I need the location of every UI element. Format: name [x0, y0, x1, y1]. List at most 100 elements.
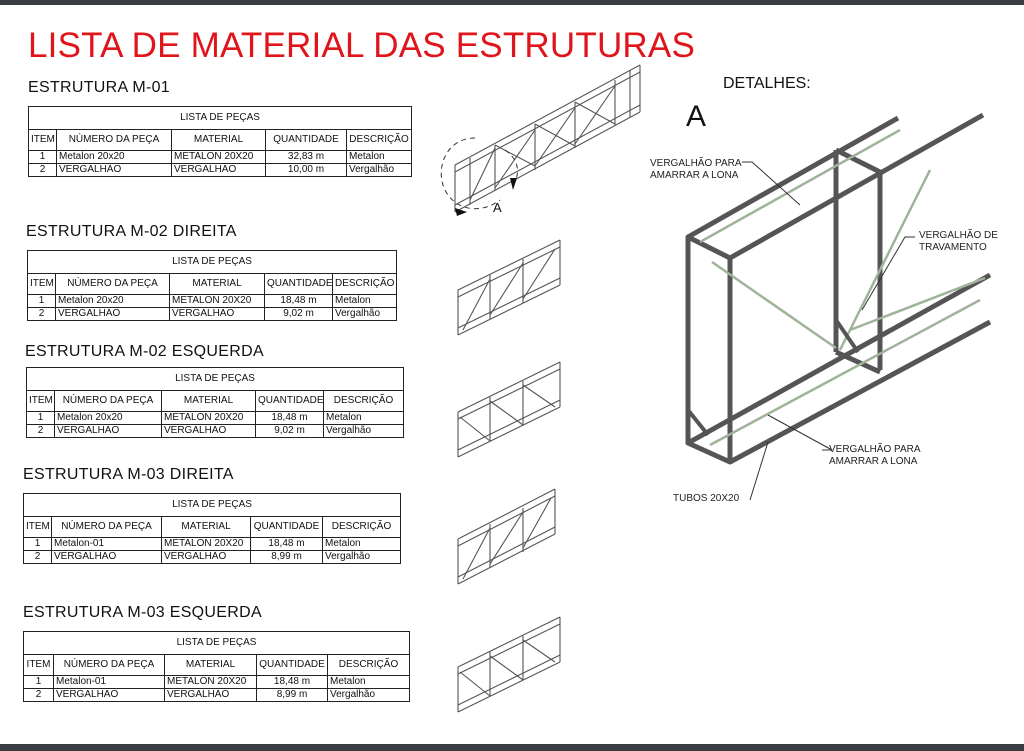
- structure-heading-m02-esquerda: ESTRUTURA M-02 ESQUERDA: [25, 343, 264, 360]
- column-header: DESCRIÇÃO: [322, 516, 401, 538]
- column-header: QUANTIDADE: [256, 654, 328, 676]
- column-header: QUANTIDADE: [264, 273, 333, 295]
- table-cell: 9,02 m: [255, 424, 324, 438]
- table-cell: 2: [23, 550, 52, 564]
- column-header: ITEM: [23, 654, 54, 676]
- callout-rebar-top-line1: VERGALHÃO PARA AMARRAR A LONA: [650, 158, 742, 182]
- column-header: QUANTIDADE: [265, 129, 347, 151]
- column-header: NÚMERO DA PEÇA: [51, 516, 162, 538]
- column-header: MATERIAL: [161, 516, 251, 538]
- column-header: NÚMERO DA PEÇA: [53, 654, 165, 676]
- table-cell: 10,00 m: [265, 163, 347, 177]
- table-cell: Metalon: [322, 537, 401, 551]
- column-header: MATERIAL: [169, 273, 265, 295]
- table-cell: Vergalhão: [323, 424, 404, 438]
- table-cell: 1: [23, 537, 52, 551]
- table-cell: VERGALHÃO: [55, 307, 170, 321]
- table-cell: METALON 20X20: [171, 150, 266, 164]
- callout-rebar-bottom: VERGALHÃO PARA AMARRAR A LONA: [829, 444, 921, 467]
- table-cell: 2: [27, 307, 56, 321]
- table-caption: LISTA DE PEÇAS: [28, 106, 412, 130]
- table-cell: 8,99 m: [250, 550, 323, 564]
- table-cell: 1: [27, 294, 56, 308]
- column-header: QUANTIDADE: [250, 516, 323, 538]
- table-cell: VERGALHÃO: [171, 163, 266, 177]
- truss-drawing-m02-direita: [457, 239, 561, 336]
- table-cell: Metalon-01: [53, 675, 165, 689]
- table-cell: 18,48 m: [256, 675, 328, 689]
- column-header: NÚMERO DA PEÇA: [54, 390, 162, 412]
- column-header: MATERIAL: [171, 129, 266, 151]
- column-header: ITEM: [28, 129, 57, 151]
- truss-drawing-m03-esquerda: [457, 616, 561, 713]
- table-cell: Metalon: [346, 150, 412, 164]
- table-caption: LISTA DE PEÇAS: [23, 493, 401, 517]
- table-cell: VERGALHÃO: [161, 550, 251, 564]
- column-header: NÚMERO DA PEÇA: [56, 129, 172, 151]
- table-cell: VERGALHÃO: [161, 424, 256, 438]
- callout-rebar-bottom-wrap: VERGALHÃO PARA AMARRAR A LONA: [829, 444, 921, 468]
- truss-drawing-m01: [440, 64, 641, 216]
- column-header: DESCRIÇÃO: [332, 273, 397, 295]
- callout-rebar-bracing-wrap: VERGALHÃO DE TRAVAMENTO: [919, 230, 998, 254]
- table-cell: 2: [28, 163, 57, 177]
- table-cell: 2: [26, 424, 55, 438]
- table-cell: METALON 20X20: [169, 294, 265, 308]
- structure-heading-m01: ESTRUTURA M-01: [28, 79, 170, 96]
- callout-tubes-wrap: TUBOS 20X20: [673, 493, 739, 505]
- column-header: MATERIAL: [161, 390, 256, 412]
- column-header: NÚMERO DA PEÇA: [55, 273, 170, 295]
- table-cell: METALON 20X20: [161, 411, 256, 425]
- table-caption: LISTA DE PEÇAS: [27, 250, 397, 274]
- callout-tubes: TUBOS 20X20: [673, 493, 740, 504]
- table-caption: LISTA DE PEÇAS: [26, 367, 404, 391]
- table-cell: VERGALHÃO: [56, 163, 172, 177]
- column-header: ITEM: [26, 390, 55, 412]
- column-header: DESCRIÇÃO: [327, 654, 410, 676]
- table-cell: Vergalhão: [327, 688, 410, 702]
- table-cell: METALON 20X20: [161, 537, 251, 551]
- table-cell: Metalon: [323, 411, 404, 425]
- table-cell: Metalon-01: [51, 537, 162, 551]
- table-cell: Vergalhão: [322, 550, 401, 564]
- table-cell: Vergalhão: [346, 163, 412, 177]
- table-cell: 2: [23, 688, 54, 702]
- table-cell: 9,02 m: [264, 307, 333, 321]
- table-cell: 1: [23, 675, 54, 689]
- table-cell: Vergalhão: [332, 307, 397, 321]
- table-cell: 32,83 m: [265, 150, 347, 164]
- table-cell: Metalon 20x20: [56, 150, 172, 164]
- table-cell: METALON 20X20: [164, 675, 257, 689]
- table-cell: 18,48 m: [255, 411, 324, 425]
- callout-rebar-top: VERGALHÃO PARA AMARRAR A LONA: [650, 158, 742, 181]
- table-cell: 1: [26, 411, 55, 425]
- table-cell: Metalon: [332, 294, 397, 308]
- column-header: MATERIAL: [164, 654, 257, 676]
- page-title: LISTA DE MATERIAL DAS ESTRUTURAS: [28, 26, 695, 65]
- section-marker-a: A: [493, 200, 502, 215]
- table-cell: 18,48 m: [250, 537, 323, 551]
- truss-drawing-m02-esquerda: [457, 361, 561, 458]
- table-cell: 1: [28, 150, 57, 164]
- table-cell: VERGALHÃO: [51, 550, 162, 564]
- column-header: QUANTIDADE: [255, 390, 324, 412]
- table-cell: VERGALHÃO: [169, 307, 265, 321]
- detail-a-drawing: [685, 112, 992, 501]
- table-cell: 18,48 m: [264, 294, 333, 308]
- column-header: ITEM: [27, 273, 56, 295]
- table-caption: LISTA DE PEÇAS: [23, 631, 410, 655]
- table-cell: 8,99 m: [256, 688, 328, 702]
- structure-heading-m03-esquerda: ESTRUTURA M-03 ESQUERDA: [23, 604, 262, 621]
